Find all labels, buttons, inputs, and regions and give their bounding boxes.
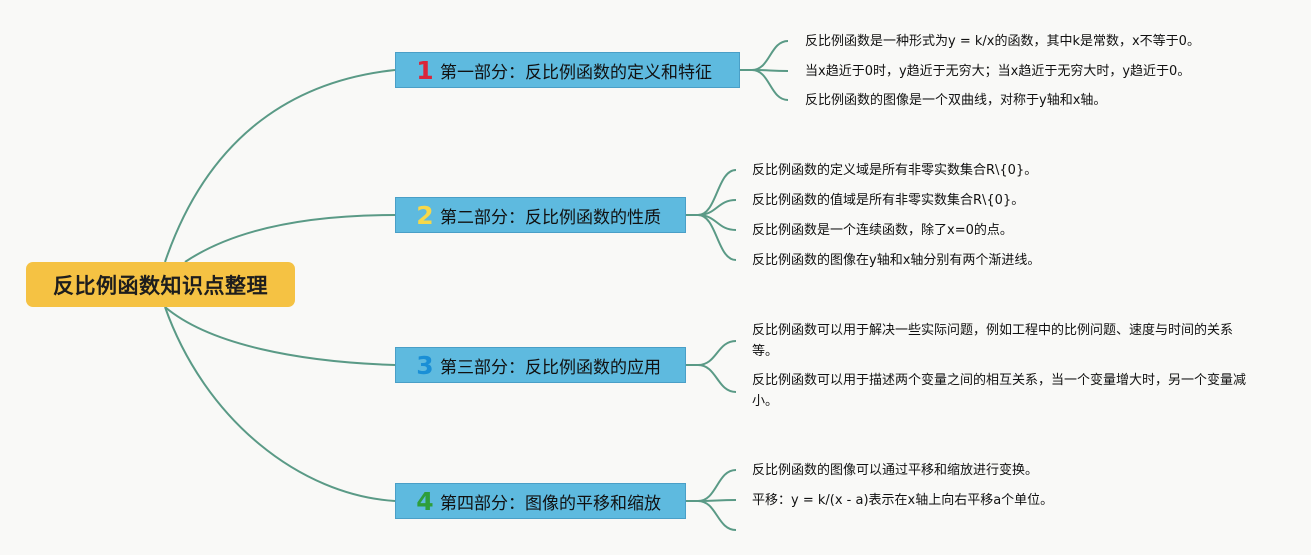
connector-root-branch-3 <box>164 306 396 366</box>
branch-label-1: 第一部分：反比例函数的定义和特征 <box>440 62 712 83</box>
leaf-1-2: 当x趋近于0时，y趋近于无穷大；当x趋近于无穷大时，y趋近于0。 <box>805 64 1191 79</box>
branch-number-1: 1 <box>416 55 434 85</box>
connector-root-branch-4 <box>164 306 396 502</box>
branch-node-1: 1 第一部分：反比例函数的定义和特征 <box>395 52 740 88</box>
connector-branch-3-leaf-2 <box>697 364 737 393</box>
leaf-4-2: 平移：y = k/(x - a)表示在x轴上向右平移a个单位。 <box>752 493 1054 508</box>
leaf-2-4: 反比例函数的图像在y轴和x轴分别有两个渐进线。 <box>752 253 1041 268</box>
root-node: 反比例函数知识点整理 <box>26 262 295 307</box>
connector-branch-1-leaf-3 <box>751 69 789 101</box>
leaf-3-1: 反比例函数可以用于解决一些实际问题，例如工程中的比例问题、速度与时间的关系等。 <box>752 323 1234 359</box>
branch-number-2: 2 <box>416 200 434 230</box>
connector-branch-4-leaf-2 <box>697 499 737 502</box>
connector-branch-3-leaf-1 <box>697 340 737 366</box>
leaf-2-2: 反比例函数的值域是所有非零实数集合R\{0}。 <box>752 193 1025 208</box>
connector-branch-4-leaf-3 <box>697 500 737 531</box>
branch-label-4: 第四部分：图像的平移和缩放 <box>440 493 661 514</box>
leaf-3-2: 反比例函数可以用于描述两个变量之间的相互关系，当一个变量增大时，另一个变量减小。 <box>752 373 1247 409</box>
connector-root-branch-1 <box>164 69 396 263</box>
connector-branch-4-leaf-1 <box>697 469 737 502</box>
branch-number-4: 4 <box>416 486 434 516</box>
branch-node-2: 2 第二部分：反比例函数的性质 <box>395 197 686 233</box>
connector-branch-2-leaf-4 <box>697 214 737 261</box>
branch-label-3: 第三部分：反比例函数的应用 <box>440 357 661 378</box>
branch-node-3: 3 第三部分：反比例函数的应用 <box>395 347 686 383</box>
root-title: 反比例函数知识点整理 <box>53 273 268 298</box>
connector-root-branch-2 <box>184 214 396 263</box>
branch-number-3: 3 <box>416 350 434 380</box>
branch-node-4: 4 第四部分：图像的平移和缩放 <box>395 483 686 519</box>
connector-branch-1-leaf-1 <box>751 40 789 71</box>
branch-label-2: 第二部分：反比例函数的性质 <box>440 207 661 228</box>
leaf-1-3: 反比例函数的图像是一个双曲线，对称于y轴和x轴。 <box>805 93 1107 108</box>
leaf-4-1: 反比例函数的图像可以通过平移和缩放进行变换。 <box>752 463 1039 478</box>
leaf-1-1: 反比例函数是一种形式为y = k/x的函数，其中k是常数，x不等于0。 <box>805 34 1200 49</box>
leaf-2-1: 反比例函数的定义域是所有非零实数集合R\{0}。 <box>752 163 1038 178</box>
leaf-2-3: 反比例函数是一个连续函数，除了x=0的点。 <box>752 223 1013 238</box>
